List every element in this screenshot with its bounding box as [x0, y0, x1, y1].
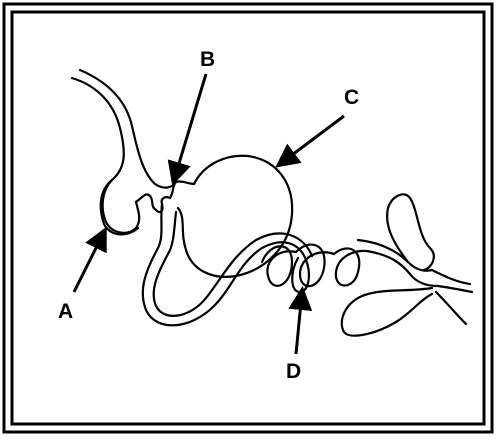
- label-a: A: [58, 300, 73, 323]
- arrow-d: [296, 292, 302, 354]
- label-d: D: [286, 360, 301, 383]
- bulge-a: [103, 180, 140, 233]
- label-c: C: [344, 86, 359, 109]
- arrow-b: [174, 74, 206, 180]
- arrow-c: [280, 116, 344, 164]
- branch-stem-upper: [432, 270, 470, 284]
- coil-loop-3: [334, 248, 372, 285]
- neck-b: [170, 181, 194, 198]
- stem-outline-left: [72, 78, 138, 234]
- tendril-inner: [154, 212, 312, 316]
- arrow-a: [74, 232, 104, 292]
- leaf-lower: [342, 288, 432, 336]
- small-bumps: [136, 194, 170, 212]
- tendril-outer: [143, 204, 309, 325]
- plant-drawing: [72, 70, 472, 336]
- branch-stem-mid: [438, 286, 472, 292]
- outer-border: [4, 4, 492, 432]
- leaf-upper: [387, 194, 434, 270]
- branch-stem-lower: [436, 292, 466, 324]
- coil-loop-1: [262, 246, 296, 286]
- label-b: B: [200, 48, 215, 71]
- inner-border: [12, 12, 484, 424]
